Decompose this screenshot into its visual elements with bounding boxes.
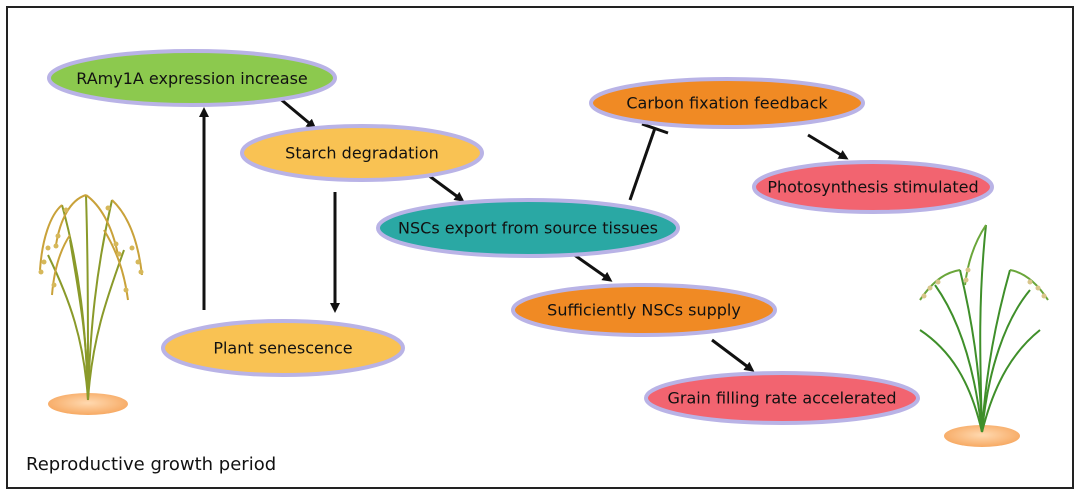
node-shape (376, 198, 680, 258)
sufficient-supply-label: Sufficiently NSCs supply (547, 301, 741, 320)
node-grain-filling-rate: Grain filling rate accelerated (644, 371, 920, 425)
photosynthesis-label: Photosynthesis stimulated (767, 178, 978, 197)
arrow-carbon-to-photosynthesis (807, 133, 849, 160)
svg-text:RAmy1A expression increase: RAmy1A expression increase (76, 69, 308, 88)
carbon-fixation-label: Carbon fixation feedback (626, 94, 828, 113)
inhibit-bar (641, 122, 669, 135)
node-plant-senescence: Plant senescence (161, 319, 405, 377)
starch-degradation-label: Starch degradation (285, 144, 439, 163)
nscs-export-label: NSCs export from source tissues (398, 219, 658, 238)
node-shape (589, 77, 865, 129)
arrow-nscs-to-supply (572, 252, 613, 282)
node-nscs-export: NSCs export from source tissues (376, 198, 680, 258)
node-ramy1a-expression: RAmy1A expression increase (47, 49, 337, 107)
caption-reproductive-period: Reproductive growth period (26, 454, 277, 475)
arrows (199, 95, 849, 372)
ramy1a-gene-label: RAmy1A (76, 69, 144, 88)
node-shape (240, 124, 484, 182)
rice-plant-green-icon (919, 224, 1049, 447)
node-shape (47, 49, 337, 107)
node-carbon-fixation-feedback: Carbon fixation feedback (589, 77, 865, 129)
node-shape (161, 319, 405, 377)
node-sufficient-nscs-supply: Sufficiently NSCs supply (511, 283, 777, 337)
grain-filling-label: Grain filling rate accelerated (667, 389, 896, 408)
ramy1a-rest-label: expression increase (144, 69, 308, 88)
plant-senescence-label: Plant senescence (213, 339, 352, 358)
node-shape (752, 160, 994, 214)
node-shape (644, 371, 920, 425)
node-photosynthesis-stimulated: Photosynthesis stimulated (752, 160, 994, 214)
arrow-supply-to-grain (711, 338, 755, 372)
arrow-ramy1a-to-starch (277, 95, 317, 129)
node-shape (511, 283, 777, 337)
rice-plant-mature-icon (38, 194, 144, 415)
arrow-starch-to-nscs (427, 173, 465, 202)
node-starch-degradation: Starch degradation (240, 124, 484, 182)
inhibit-nscs-carbon (628, 127, 657, 201)
